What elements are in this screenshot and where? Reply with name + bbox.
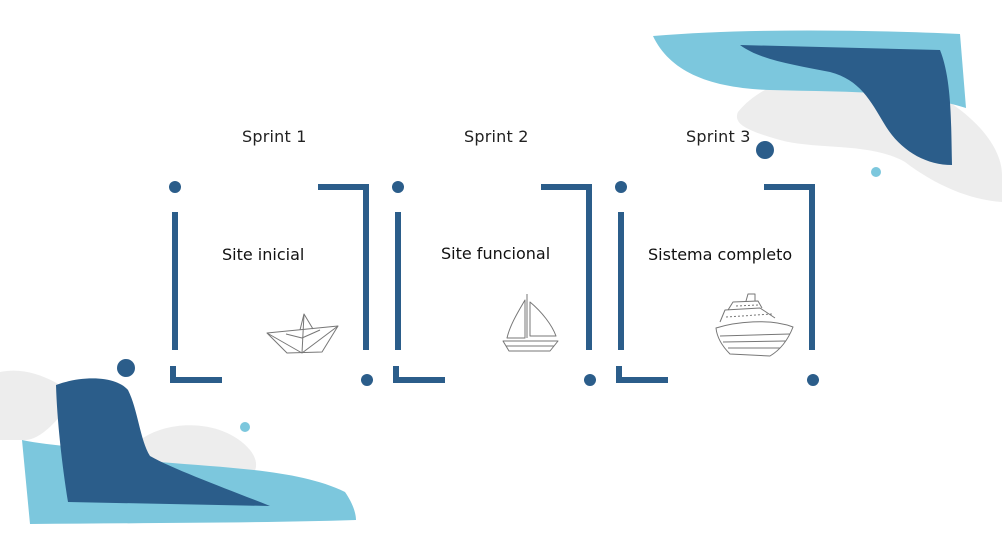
- top-right-wave-decoration: [653, 30, 1002, 202]
- stage-title-1: Site inicial: [222, 245, 305, 264]
- bottom-left-dark-blue-wave: [56, 378, 270, 506]
- sprint-frame-3: [615, 181, 819, 386]
- sprint-label-1: Sprint 1: [242, 127, 307, 146]
- cruise-ship-icon: [715, 293, 794, 357]
- bottom-left-wave-decoration: [0, 370, 356, 524]
- decorative-dot: [871, 167, 881, 177]
- paper-boat-icon: [266, 313, 339, 354]
- sprint-label-3: Sprint 3: [686, 127, 751, 146]
- decorative-dot: [117, 359, 135, 377]
- sprint-label-2: Sprint 2: [464, 127, 529, 146]
- sailboat-icon: [502, 294, 559, 352]
- decorative-dot: [240, 422, 250, 432]
- top-right-dark-blue-wave: [740, 45, 952, 165]
- stage-title-2: Site funcional: [441, 244, 551, 263]
- decorative-dot: [756, 141, 774, 159]
- sprint-frame-2: [392, 181, 596, 386]
- sprint-frame-1: [169, 181, 373, 386]
- stage-title-3: Sistema completo: [648, 245, 793, 264]
